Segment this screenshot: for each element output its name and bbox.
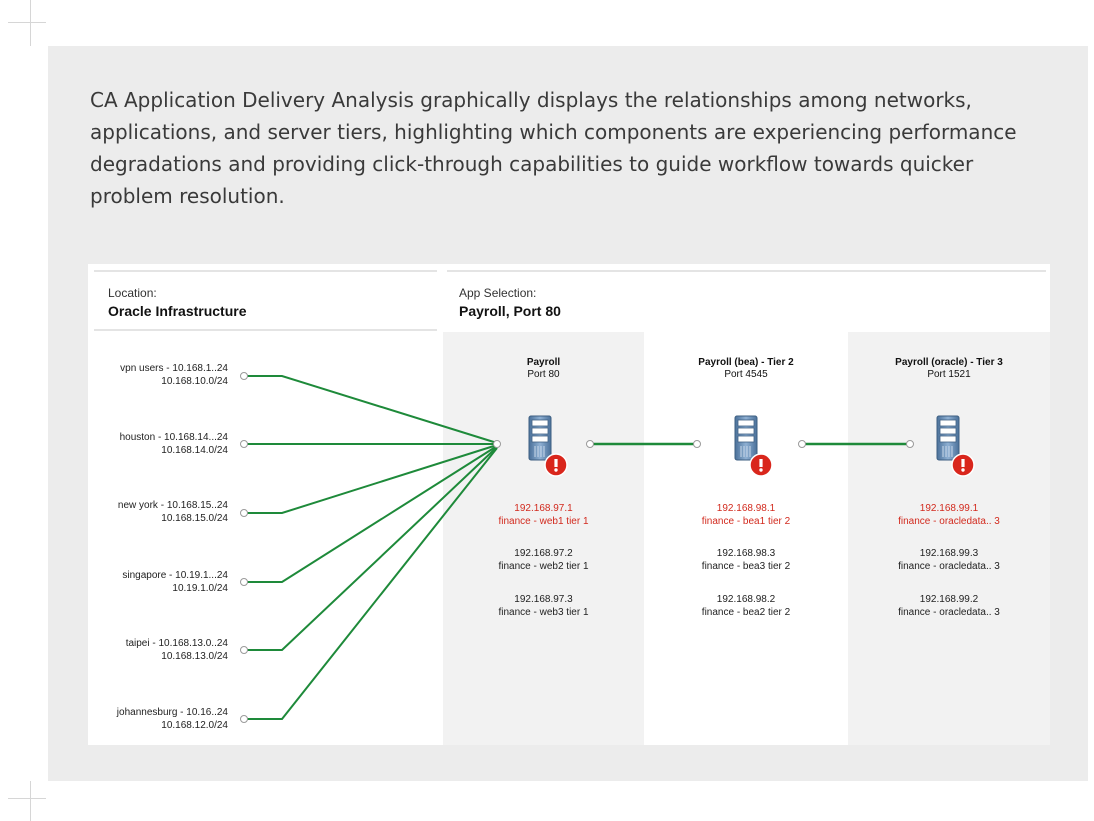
location-links (244, 375, 498, 720)
node-tier1-in (493, 440, 501, 448)
location-subnet: 10.19.1.0/24 (172, 583, 228, 594)
location-row-3[interactable]: new york - 10.168.15..24 10.168.15.0/24 (78, 499, 228, 525)
tier-column-2 (644, 332, 848, 745)
node-vpn-users (240, 372, 248, 380)
node-singapore (240, 578, 248, 586)
server-ip: 192.168.99.3 (919, 548, 979, 559)
tier-port: Port 1521 (927, 369, 971, 380)
link-johannesburg (244, 447, 498, 720)
server-name: finance - web2 tier 1 (498, 561, 589, 572)
server-entry[interactable]: 192.168.97.2 finance - web2 tier 1 (443, 547, 644, 573)
app-selection-value[interactable]: Payroll, Port 80 (459, 303, 561, 319)
crop-mark-top-h (8, 22, 46, 23)
location-row-2[interactable]: houston - 10.168.14...24 10.168.14.0/24 (78, 431, 228, 457)
location-panel (88, 264, 443, 745)
node-tier1-out (586, 440, 594, 448)
location-row-4[interactable]: singapore - 10.19.1...24 10.19.1.0/24 (78, 569, 228, 595)
server-entry[interactable]: 192.168.99.3 finance - oracledata.. 3 (848, 547, 1050, 573)
link-new-york (244, 444, 498, 514)
server-entry[interactable]: 192.168.98.3 finance - bea3 tier 2 (644, 547, 848, 573)
alert-badge-icon (951, 453, 975, 477)
app-selection-header (443, 264, 1050, 332)
node-new-york (240, 509, 248, 517)
location-subnet: 10.168.13.0/24 (161, 651, 228, 662)
tier-title-text: Payroll (bea) - Tier 2 (698, 357, 794, 368)
server-entry[interactable]: 192.168.97.3 finance - web3 tier 1 (443, 593, 644, 619)
location-name: taipei - 10.168.13.0..24 (125, 638, 228, 649)
location-row-5[interactable]: taipei - 10.168.13.0..24 10.168.13.0/24 (78, 637, 228, 663)
crop-mark-top-v (30, 0, 31, 46)
location-row-1[interactable]: vpn users - 10.168.1..24 10.168.10.0/24 (78, 362, 228, 388)
tier-port: Port 80 (527, 369, 560, 380)
server-ip: 192.168.97.2 (514, 548, 573, 559)
server-name: finance - oracledata.. 3 (898, 561, 1000, 572)
location-name: singapore - 10.19.1...24 (122, 570, 228, 581)
server-name: finance - bea1 tier 2 (701, 516, 791, 527)
alert-badge-icon (749, 453, 773, 477)
node-johannesburg (240, 715, 248, 723)
tier-title-text: Payroll (526, 357, 561, 368)
location-name: houston - 10.168.14...24 (119, 432, 228, 443)
node-houston (240, 440, 248, 448)
node-tier3-in (906, 440, 914, 448)
server-name: finance - web1 tier 1 (498, 516, 589, 527)
server-ip: 192.168.98.3 (716, 548, 776, 559)
server-ip: 192.168.98.1 (716, 503, 776, 514)
location-row-6[interactable]: johannesburg - 10.16..24 10.168.12.0/24 (78, 706, 228, 732)
location-subnet: 10.168.12.0/24 (161, 720, 228, 731)
location-label: Location: (108, 286, 157, 300)
tier-column-3 (848, 332, 1050, 745)
alert-badge-icon (544, 453, 568, 477)
node-taipei (240, 646, 248, 654)
crop-mark-bottom-v (30, 781, 31, 821)
server-entry[interactable]: 192.168.98.1 finance - bea1 tier 2 (644, 502, 848, 528)
location-name: new york - 10.168.15..24 (117, 500, 228, 511)
tier-column-1 (443, 332, 644, 745)
location-name: johannesburg - 10.16..24 (116, 707, 228, 718)
tier-title-text: Payroll (oracle) - Tier 3 (895, 357, 1003, 368)
link-vpn-users (244, 375, 498, 444)
location-top-rule (94, 270, 437, 272)
app-selection-label: App Selection: (459, 286, 537, 300)
server-ip: 192.168.99.1 (919, 503, 979, 514)
app-selection-top-rule (447, 270, 1046, 272)
server-entry[interactable]: 192.168.97.1 finance - web1 tier 1 (443, 502, 644, 528)
server-icon (734, 415, 758, 461)
location-name: vpn users - 10.168.1..24 (120, 363, 228, 374)
server-ip: 192.168.97.3 (514, 594, 573, 605)
node-tier2-in (693, 440, 701, 448)
location-subnet: 10.168.14.0/24 (161, 445, 228, 456)
server-name: finance - web3 tier 1 (498, 607, 589, 618)
tier-port: Port 4545 (724, 369, 768, 380)
server-name: finance - oracledata.. 3 (898, 607, 1000, 618)
server-ip: 192.168.97.1 (514, 503, 573, 514)
location-value[interactable]: Oracle Infrastructure (108, 303, 247, 319)
server-ip: 192.168.98.2 (716, 594, 776, 605)
server-ip: 192.168.99.2 (919, 594, 979, 605)
location-subnet: 10.168.15.0/24 (161, 513, 228, 524)
figure-caption: CA Application Delivery Analysis graphic… (90, 88, 1017, 208)
node-tier2-out (798, 440, 806, 448)
server-entry[interactable]: 192.168.99.2 finance - oracledata.. 3 (848, 593, 1050, 619)
location-header-rule (94, 329, 437, 331)
server-entry[interactable]: 192.168.99.1 finance - oracledata.. 3 (848, 502, 1050, 528)
link-singapore (244, 445, 498, 583)
location-subnet: 10.168.10.0/24 (161, 376, 228, 387)
server-icon (528, 415, 552, 461)
link-taipei (244, 446, 498, 651)
server-name: finance - bea3 tier 2 (701, 561, 791, 572)
crop-mark-bottom-h (8, 798, 46, 799)
server-icon (936, 415, 960, 461)
server-entry[interactable]: 192.168.98.2 finance - bea2 tier 2 (644, 593, 848, 619)
server-name: finance - bea2 tier 2 (701, 607, 791, 618)
server-name: finance - oracledata.. 3 (898, 516, 1000, 527)
link-nodes (240, 372, 914, 723)
